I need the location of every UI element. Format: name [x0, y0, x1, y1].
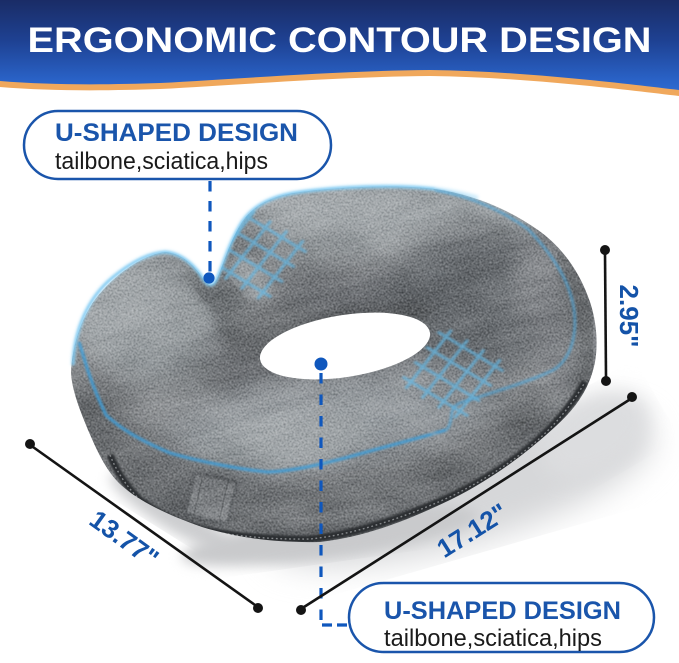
- svg-text:2.95": 2.95": [614, 285, 644, 348]
- svg-text:tailbone,sciatica,hips: tailbone,sciatica,hips: [384, 625, 602, 652]
- svg-text:ERGONOMIC CONTOUR DESIGN: ERGONOMIC CONTOUR DESIGN: [28, 21, 652, 60]
- svg-text:tailbone,sciatica,hips: tailbone,sciatica,hips: [55, 148, 268, 175]
- svg-text:U-SHAPED DESIGN: U-SHAPED DESIGN: [384, 597, 621, 625]
- svg-text:U-SHAPED DESIGN: U-SHAPED DESIGN: [55, 119, 298, 147]
